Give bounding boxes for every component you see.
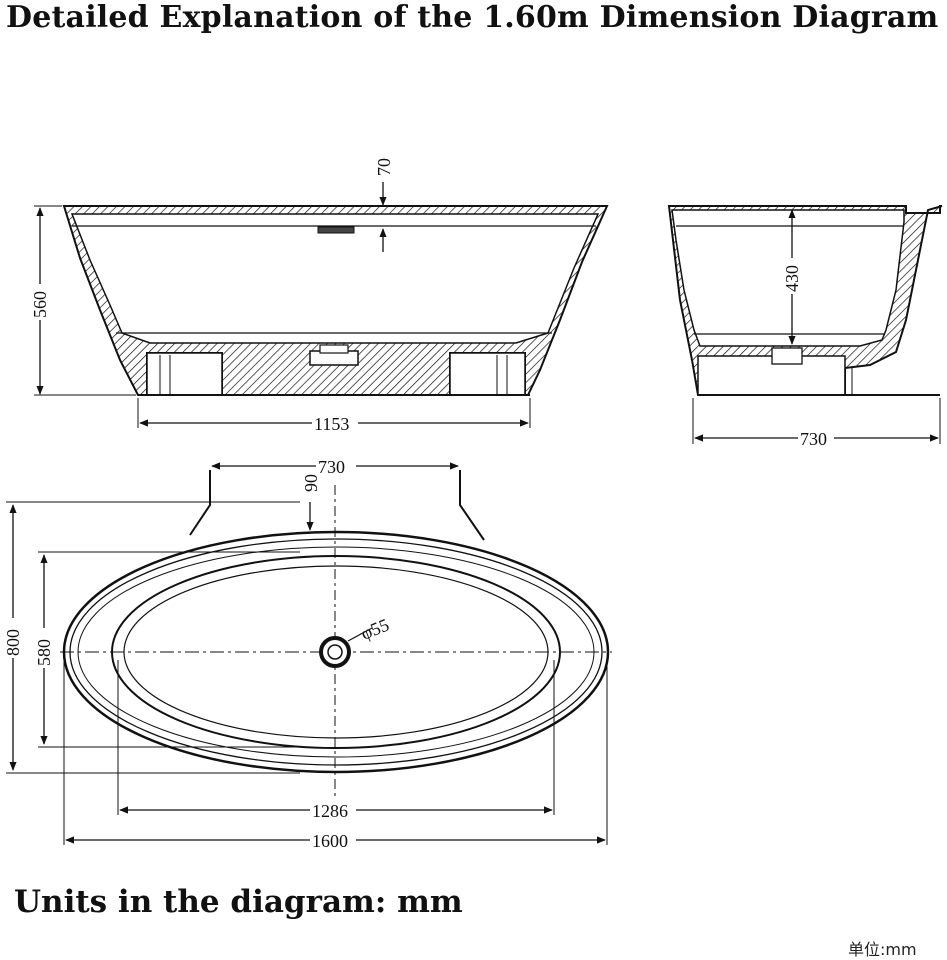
dim-pedestal-width: 730 xyxy=(318,457,345,477)
dim-inner-base-width: 1153 xyxy=(314,414,349,434)
dim-top-gap: 70 xyxy=(374,158,394,176)
page-title: Detailed Explanation of the 1.60m Dimens… xyxy=(6,0,939,35)
top-pedestal xyxy=(189,470,485,541)
top-view: φ55 730 90 800 580 1286 1600 xyxy=(3,456,612,851)
front-view: 560 70 1153 xyxy=(30,158,609,434)
dim-pedestal-offset: 90 xyxy=(301,474,321,492)
units-corner-text: 单位:mm xyxy=(848,940,917,959)
dim-front-height: 560 xyxy=(30,291,50,318)
dim-outer-length: 1600 xyxy=(312,831,348,851)
dim-side-depth: 430 xyxy=(782,265,802,292)
dim-inner-length: 1286 xyxy=(312,801,348,821)
dim-inner-width: 580 xyxy=(34,639,54,666)
dim-side-width: 730 xyxy=(800,429,827,449)
front-cavity xyxy=(70,213,600,344)
units-note: Units in the diagram: mm xyxy=(14,884,463,920)
side-view: 430 730 xyxy=(667,205,943,449)
dim-outer-width: 800 xyxy=(3,629,23,656)
